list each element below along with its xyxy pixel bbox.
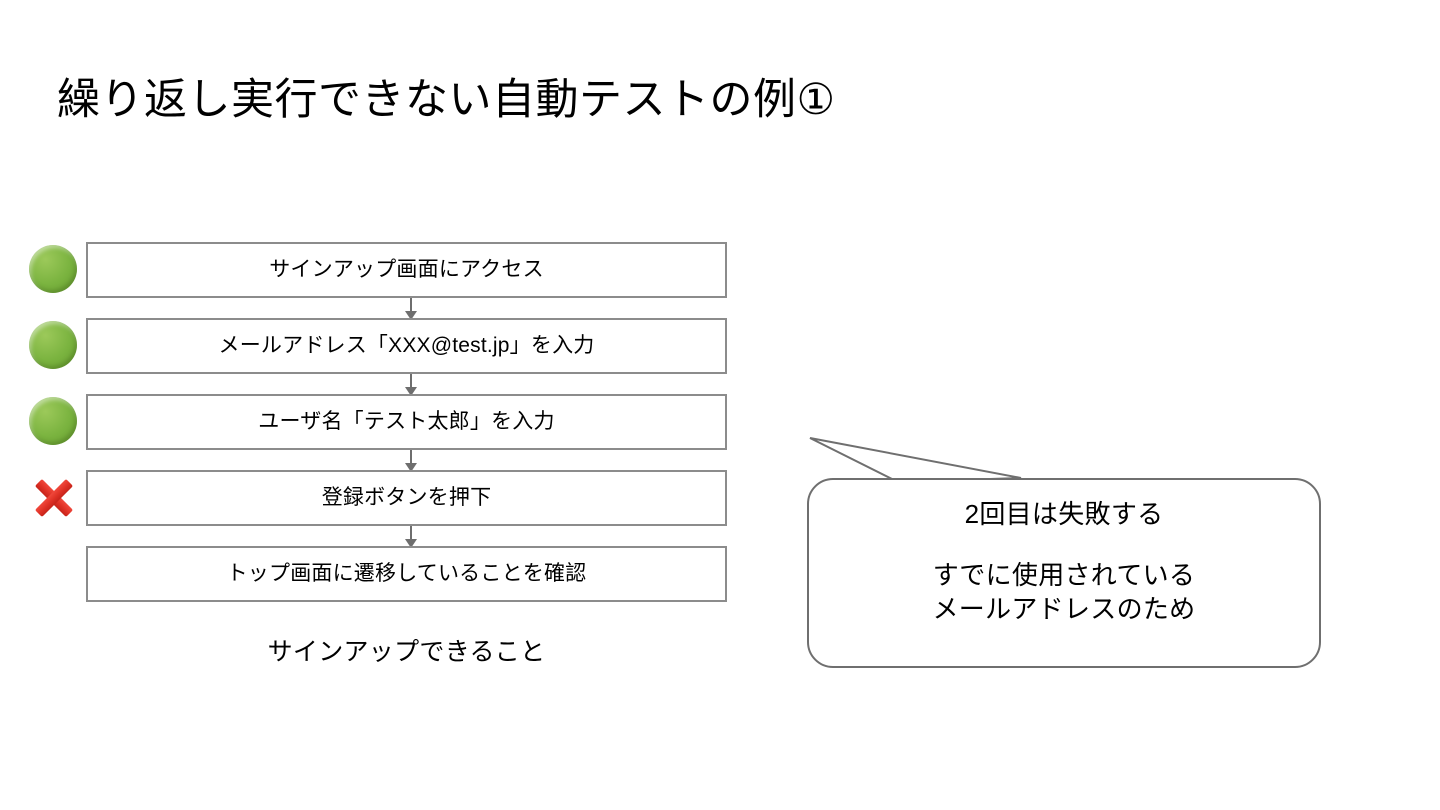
connector-shaft: [410, 374, 412, 389]
step-box-1[interactable]: サインアップ画面にアクセス: [86, 242, 727, 298]
test-step-flow: サインアップ画面にアクセス メールアドレス「XXX@test.jp」を入力: [0, 0, 760, 700]
step-label-5: トップ画面に遷移していることを確認: [226, 562, 587, 586]
step-marker-1: [26, 242, 82, 298]
flow-step-3[interactable]: ユーザ名「テスト太郎」を入力: [0, 394, 740, 450]
step-marker-4: [26, 470, 82, 526]
red-cross-icon: [26, 470, 82, 526]
connector-shaft: [410, 526, 412, 541]
arrow-down-icon: [405, 463, 417, 472]
callout-line-2: すでに使用されている: [932, 560, 1196, 591]
step-label-3: ユーザ名「テスト太郎」を入力: [258, 410, 555, 434]
step-marker-2: [26, 318, 82, 374]
flow-connector-4: [405, 526, 418, 548]
step-marker-3: [26, 394, 82, 450]
flow-step-4[interactable]: 登録ボタンを押下: [0, 470, 740, 526]
flow-connector-3: [405, 450, 418, 472]
step-label-1: サインアップ画面にアクセス: [269, 258, 544, 282]
callout-body: 2回目は失敗する すでに使用されている メールアドレスのため: [807, 478, 1321, 668]
connector-shaft: [410, 450, 412, 465]
green-circle-icon: [29, 245, 77, 293]
arrow-down-icon: [405, 311, 417, 320]
flow-step-2[interactable]: メールアドレス「XXX@test.jp」を入力: [0, 318, 740, 374]
connector-shaft: [410, 298, 412, 313]
step-label-2: メールアドレス「XXX@test.jp」を入力: [218, 334, 595, 358]
callout-line-3: メールアドレスのため: [932, 593, 1196, 624]
flow-step-5[interactable]: トップ画面に遷移していることを確認: [0, 546, 740, 602]
arrow-down-icon: [405, 387, 417, 396]
step-box-4[interactable]: 登録ボタンを押下: [86, 470, 727, 526]
arrow-down-icon: [405, 539, 417, 548]
flow-step-1[interactable]: サインアップ画面にアクセス: [0, 242, 740, 298]
callout-line-1: 2回目は失敗する: [964, 499, 1164, 529]
callout-bubble: 2回目は失敗する すでに使用されている メールアドレスのため: [806, 430, 1326, 675]
page-title: 繰り返し実行できない自動テストの例①: [57, 76, 836, 124]
flow-caption: サインアップできること: [267, 638, 546, 666]
flow-connector-2: [405, 374, 418, 396]
green-circle-icon: [29, 397, 77, 445]
step-box-3[interactable]: ユーザ名「テスト太郎」を入力: [86, 394, 727, 450]
green-circle-icon: [29, 321, 77, 369]
step-box-2[interactable]: メールアドレス「XXX@test.jp」を入力: [86, 318, 727, 374]
step-label-4: 登録ボタンを押下: [321, 486, 492, 510]
step-box-5[interactable]: トップ画面に遷移していることを確認: [86, 546, 727, 602]
flow-connector-1: [405, 298, 418, 320]
